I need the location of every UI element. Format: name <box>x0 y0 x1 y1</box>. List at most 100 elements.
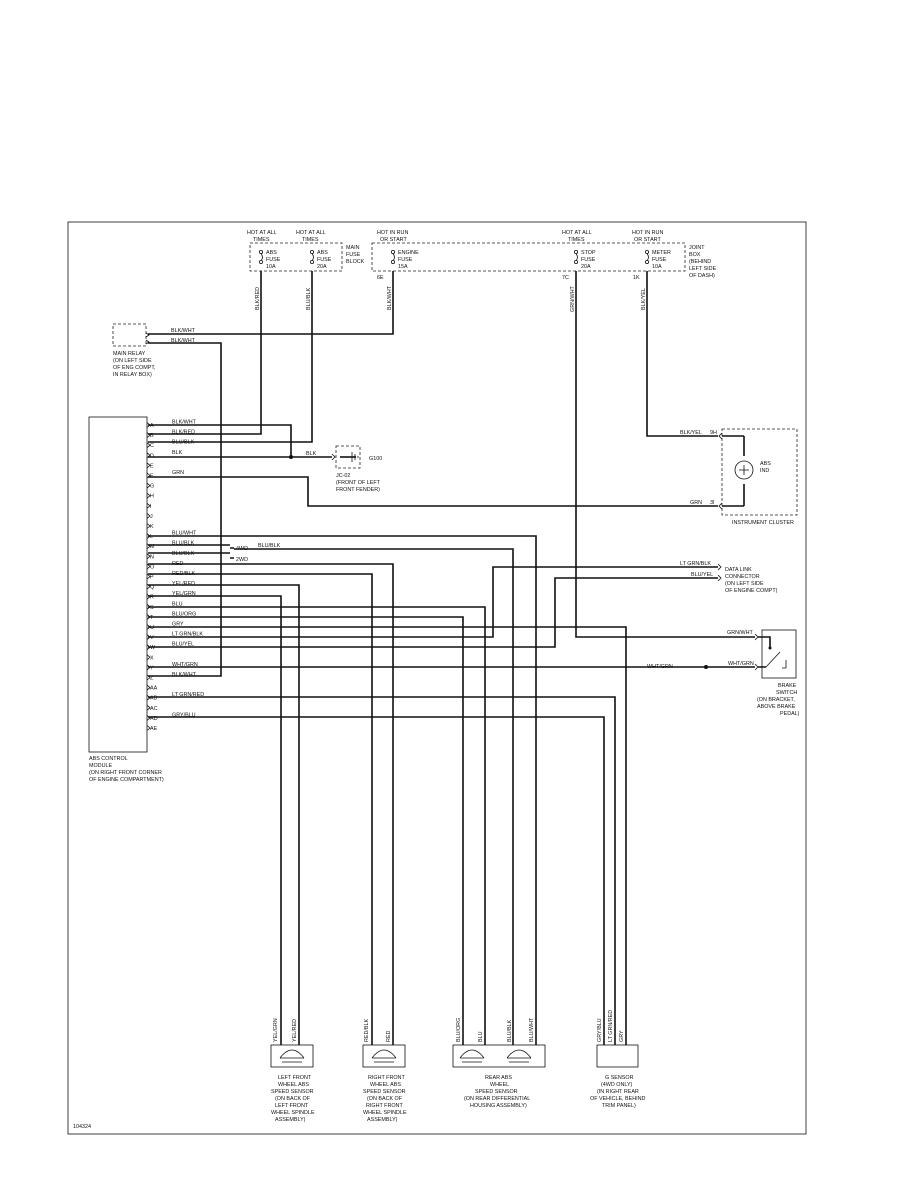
fuse-stop-symbol <box>574 249 579 264</box>
fuse-abs20-symbol <box>309 249 314 264</box>
module-pin-wire-color: YEL/GRN <box>172 591 196 597</box>
fuse-meter-line-3: 10A <box>652 264 662 270</box>
module-pin-arrow <box>146 684 151 691</box>
relay-label-4: IN RELAY BOX) <box>113 372 152 378</box>
wd-select <box>230 547 234 559</box>
rf-label-3: SPEED SENSOR <box>363 1089 406 1095</box>
ground-conn: JC-02 <box>336 473 350 479</box>
module-pin-id: E <box>150 463 154 469</box>
ground-label-2: FRONT FENDER) <box>336 487 380 493</box>
brake-wire-left: WHT/GRN <box>647 664 673 670</box>
module-pin-id: Y <box>150 665 154 671</box>
g-label-2: (4WD ONLY) <box>601 1082 633 1088</box>
fuse-meter-hot-2: OR START <box>634 237 661 243</box>
ground-wire-label: BLK <box>306 451 317 457</box>
relay-wire1-label: BLK/WHT <box>171 328 196 334</box>
cluster-pin-top: 9H <box>710 430 717 436</box>
rf-sensor-body <box>362 1044 406 1068</box>
fuse-engine-line-2: FUSE <box>398 257 413 263</box>
fuse-abs10-line-2: FUSE <box>266 257 281 263</box>
splice-wht-grn <box>704 665 708 669</box>
rf-label-7: ASSEMBLY) <box>367 1117 398 1123</box>
module-pin-wire-color: BLK/WHT <box>172 672 197 678</box>
cluster-pin-bot: 3I <box>710 500 715 506</box>
rf-label-1: RIGHT FRONT <box>368 1075 405 1081</box>
lf-label-3: SPEED SENSOR <box>271 1089 314 1095</box>
lf-sensor-body <box>270 1044 314 1068</box>
module-pin-id: K <box>150 524 154 530</box>
dlc-wire2: BLU/YEL <box>691 572 713 578</box>
module-label-2: MODULE <box>89 763 112 769</box>
relay-label-2: (ON LEFT SIDE <box>113 358 152 364</box>
rf-label-4: (ON BACK OF <box>367 1096 403 1102</box>
label-4wd-wire: BLU/BLK <box>258 543 281 549</box>
diagram-border <box>67 221 807 1135</box>
instrument-cluster: ABS IND BLK/YEL 9H GRN 3I INSTRUMENT CLU… <box>680 428 798 526</box>
lf-wire-2: YEL/RED <box>292 1019 298 1042</box>
module-pin-id: W <box>150 645 156 651</box>
fuse-engine-symbol <box>390 249 395 264</box>
wire-lt-grn-blk <box>148 566 718 638</box>
module-pin-wire-color: BLK <box>172 450 183 456</box>
wire-label-engine: BLK/WHT <box>387 285 393 310</box>
module-pin-id: N <box>150 554 154 560</box>
rear-wire-3: BLU/BLK <box>507 1019 513 1042</box>
rf-label-2: WHEEL ABS <box>370 1082 401 1088</box>
lf-label-7: ASSEMBLY) <box>275 1117 306 1123</box>
wire-blk-red <box>148 271 262 435</box>
dlc-label-4: OF ENGINE COMPT) <box>725 588 778 594</box>
fuse-engine-hot-2: OR START <box>380 237 407 243</box>
fuse-engine-hot-1: HOT IN RUN <box>377 230 408 236</box>
wire-red <box>148 563 394 1045</box>
fuse-stop-line-1: STOP <box>581 250 596 256</box>
wire-label-abs20: BLU/BLK <box>306 287 312 310</box>
ground-g100: BLK G100 JC-02 (FRONT OF LEFT FRONT FEND… <box>306 445 382 493</box>
g-wire-2: LT GRN/RED <box>608 1010 614 1042</box>
module-pin-wire-color: LT GRN/RED <box>172 692 204 698</box>
module-pin-wire-color: GRY <box>172 622 184 628</box>
cluster-wire-bot: GRN <box>690 500 702 506</box>
module-body <box>88 416 148 753</box>
module-pin-wire-color: WHT/GRN <box>172 662 198 668</box>
module-pin-arrow <box>146 513 151 519</box>
module-pin-id: AD <box>150 716 158 722</box>
fuse-abs10-line-1: ABS <box>266 250 277 256</box>
module-pin-arrow <box>146 502 151 509</box>
rear-wire-1: BLU/ORG <box>456 1018 462 1042</box>
joint-box-label-4: LEFT SIDE <box>689 266 717 272</box>
module-label-1: ABS CONTROL <box>89 756 128 762</box>
fuse-engine-line-3: 15A <box>398 264 408 270</box>
lf-sensor-coil-icon <box>279 1049 305 1059</box>
wire-gry-blu <box>148 716 605 1045</box>
module-pin-id: AC <box>150 706 158 712</box>
relay-label-3: OF ENG COMPT, <box>113 365 156 371</box>
right-front-speed-sensor: RED/BLK RED RIGHT FRONT WHEEL ABS SPEED … <box>362 1019 407 1123</box>
module-pin-id: M <box>150 544 155 550</box>
module-pin-id: L <box>150 534 153 540</box>
fuse-engine-line-1: ENGINE <box>398 250 419 256</box>
brake-switch-contact-icon <box>765 651 787 669</box>
wire-blu-yel <box>148 577 718 648</box>
g-sensor-body <box>596 1044 639 1068</box>
rear-label-5: HOUSING ASSEMBLY) <box>470 1103 527 1109</box>
wire-label-stop: GRN/WHT <box>570 286 576 312</box>
wire-blu-blk-4wd <box>234 548 514 1045</box>
wire-blu <box>148 606 486 1045</box>
ground-connector-box <box>335 445 361 469</box>
fuse-meter-pin: 1K <box>633 275 640 281</box>
main-fuse-block: HOT AT ALL TIMES HOT AT ALL TIMES ABS FU… <box>247 230 365 272</box>
main-relay: MAIN RELAY (ON LEFT SIDE OF ENG COMPT, I… <box>112 323 196 378</box>
module-pin-id: T <box>150 615 154 621</box>
g-sensor: GRY/BLU LT GRN/RED GRY G SENSOR (4WD ONL… <box>590 1010 646 1109</box>
module-pin-id: X <box>150 655 154 661</box>
module-pin-id: AE <box>150 726 158 732</box>
brake-label-5: PEDAL) <box>780 711 800 717</box>
module-pin-id: C <box>150 443 154 449</box>
cluster-ind-1: ABS <box>760 461 771 467</box>
joint-box-label-1: JOINT <box>689 245 705 251</box>
module-pin-arrow <box>146 442 151 449</box>
fuse-abs10-symbol <box>258 249 263 264</box>
g-label-5: TRIM PANEL) <box>602 1103 636 1109</box>
module-pin-id: P <box>150 575 154 581</box>
